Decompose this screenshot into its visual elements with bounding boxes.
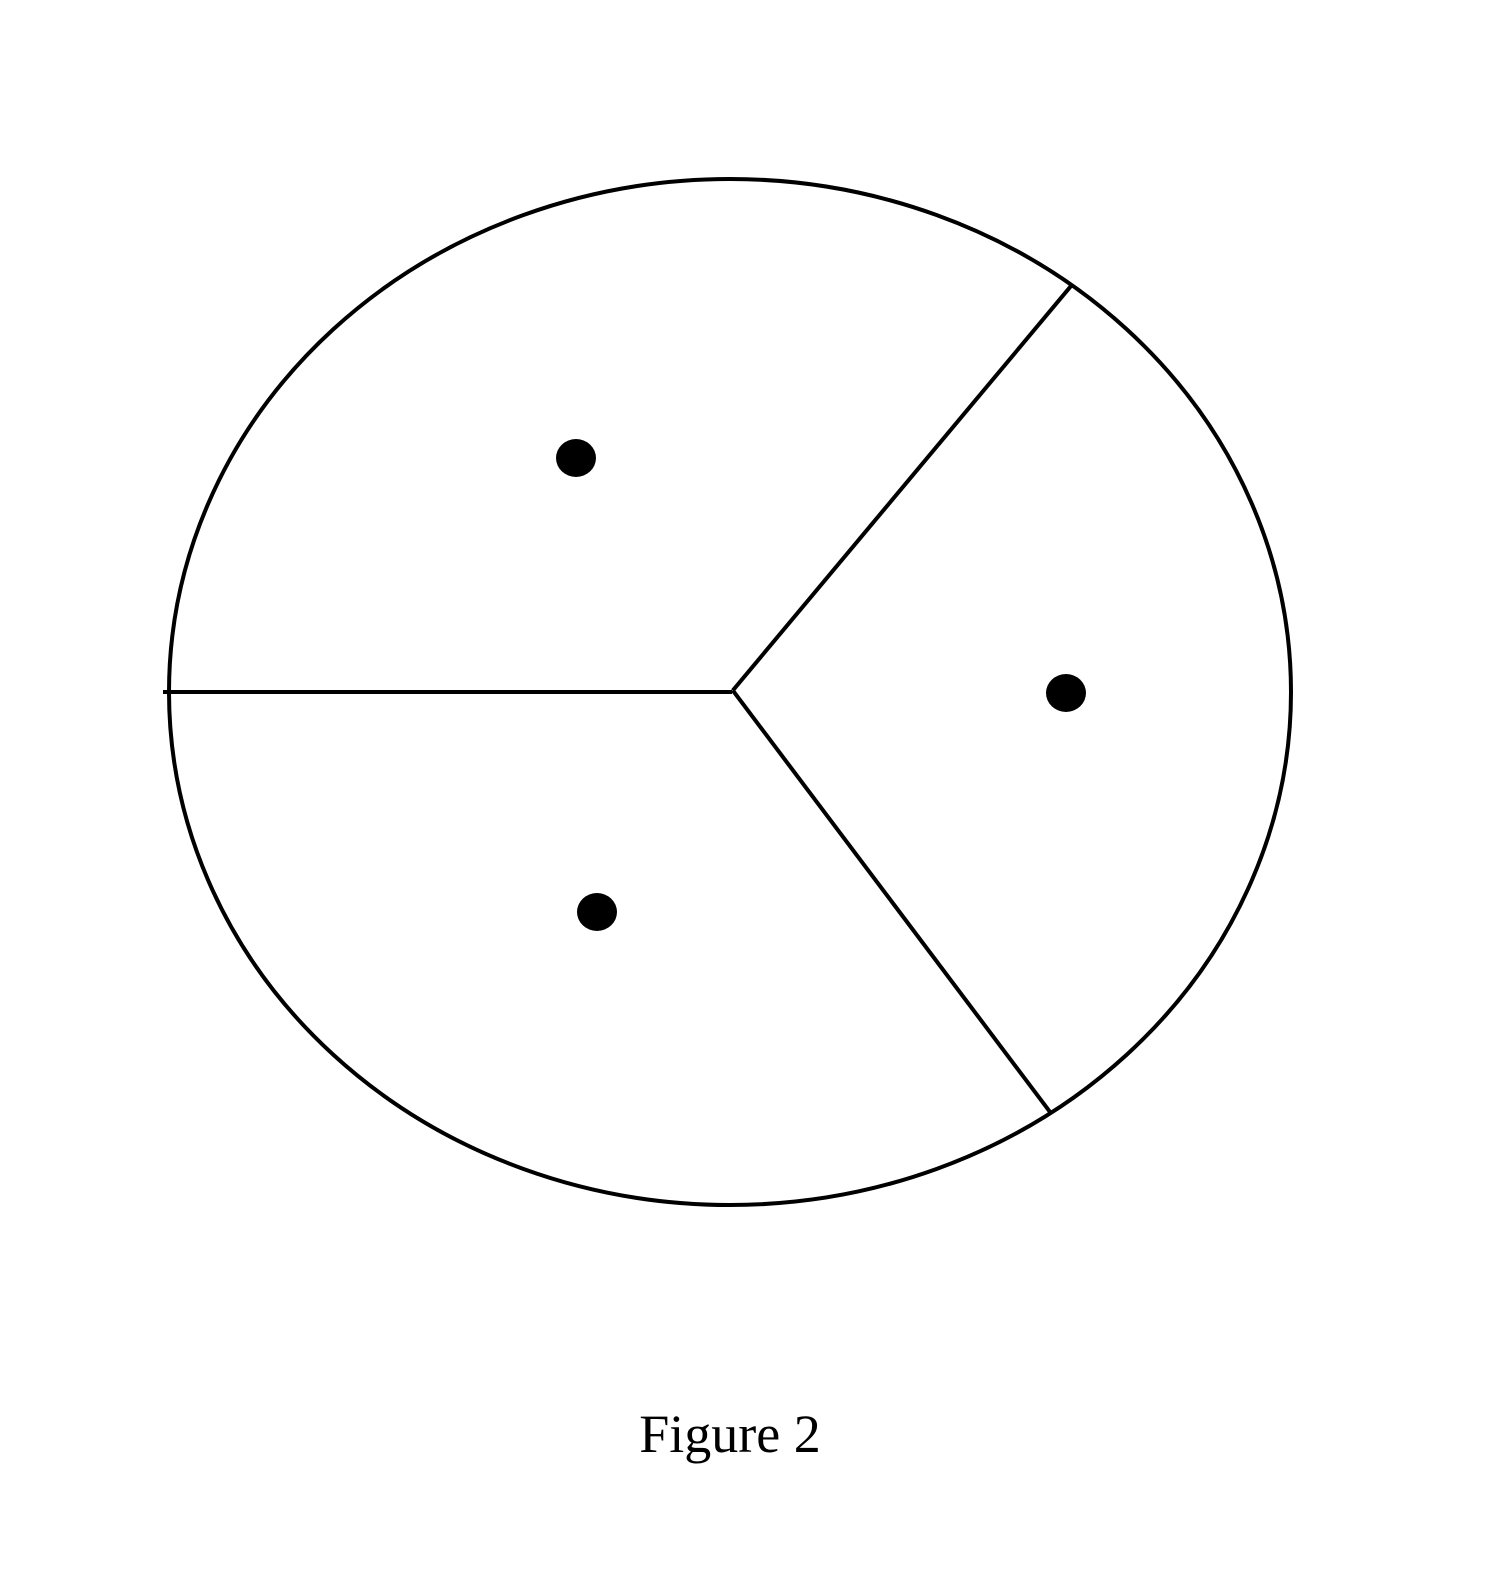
figure-caption: Figure 2 <box>0 1404 1460 1464</box>
point-right-region <box>1046 674 1086 712</box>
point-upper-left-region <box>556 439 596 477</box>
partition-line-lower-right <box>734 692 1050 1112</box>
partition-line-upper-right <box>734 286 1071 689</box>
point-lower-left-region <box>577 893 617 931</box>
